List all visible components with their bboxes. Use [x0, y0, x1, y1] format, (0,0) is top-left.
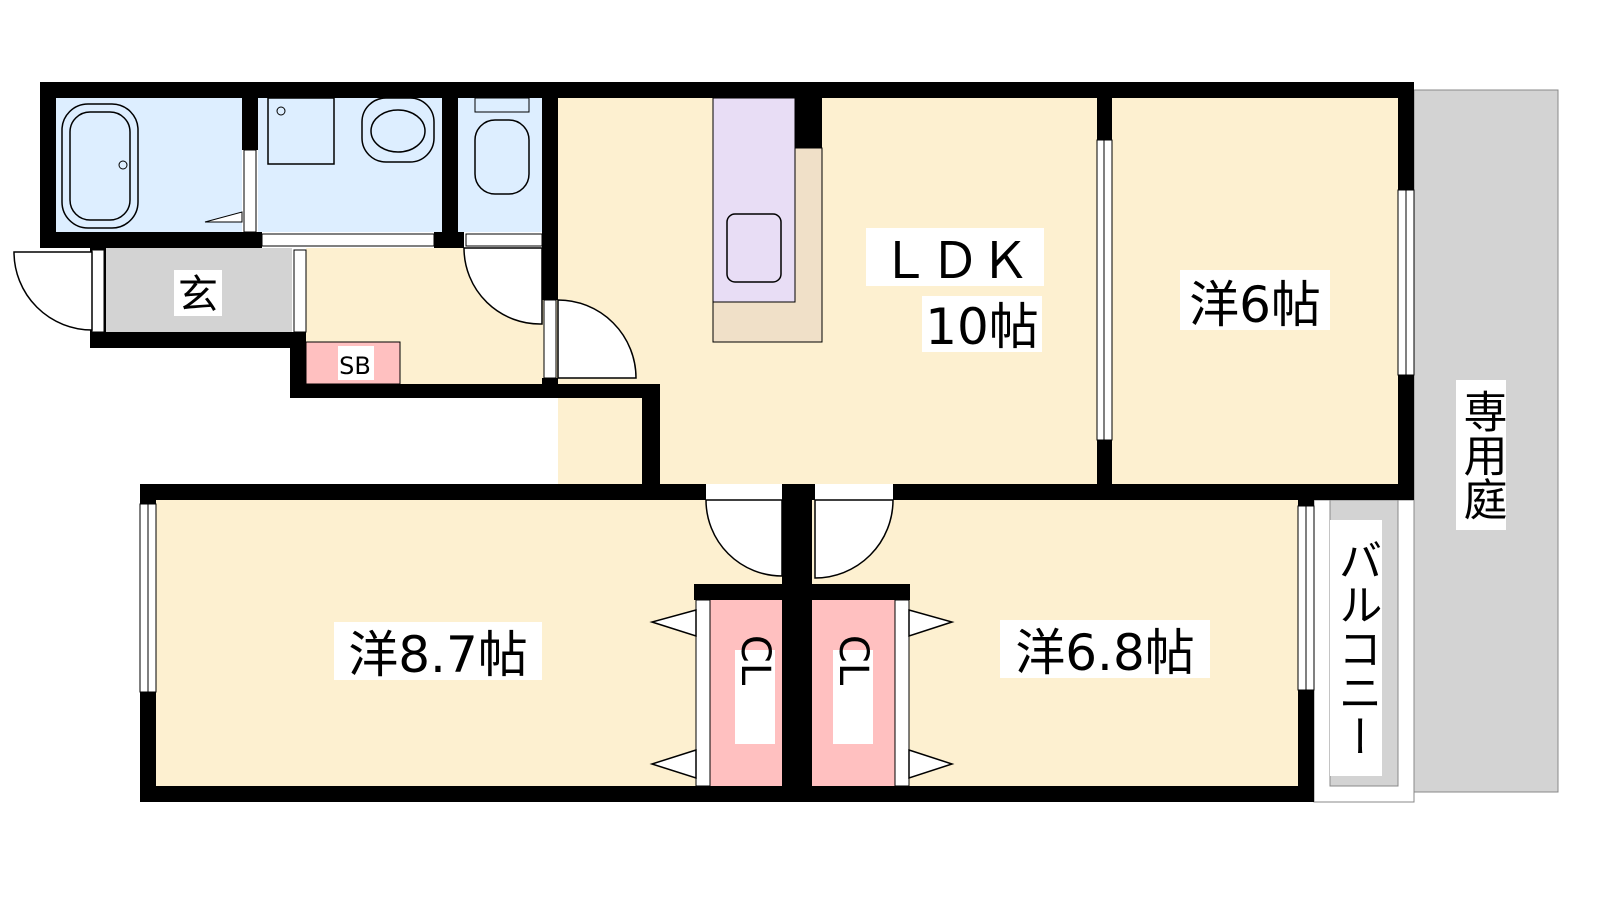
ldk-label: ＬＤＫ	[880, 232, 1030, 290]
door-swings[interactable]	[13, 247, 955, 780]
bathroom	[56, 98, 242, 232]
bathtub-icon	[61, 103, 139, 229]
walls	[40, 82, 1414, 802]
washroom	[258, 98, 442, 232]
stove-icon	[726, 213, 782, 283]
ldk-size-label: 10帖	[925, 298, 1039, 356]
ldk-room	[558, 98, 1097, 484]
closet-1-label: CL	[732, 635, 778, 686]
closet-2-label: CL	[830, 635, 876, 686]
balcony-label: バルコニー	[1331, 538, 1382, 758]
western-68-label: 洋6.8帖	[1015, 624, 1195, 682]
shoe-box-label: SB	[339, 352, 371, 380]
windows	[91, 139, 1415, 787]
western-87-label: 洋8.7帖	[348, 626, 528, 684]
private-garden-label: 専用庭	[1456, 389, 1507, 521]
western-6-label: 洋6帖	[1189, 276, 1321, 334]
genkan-label: 玄	[178, 272, 218, 318]
kitchen	[712, 97, 796, 303]
